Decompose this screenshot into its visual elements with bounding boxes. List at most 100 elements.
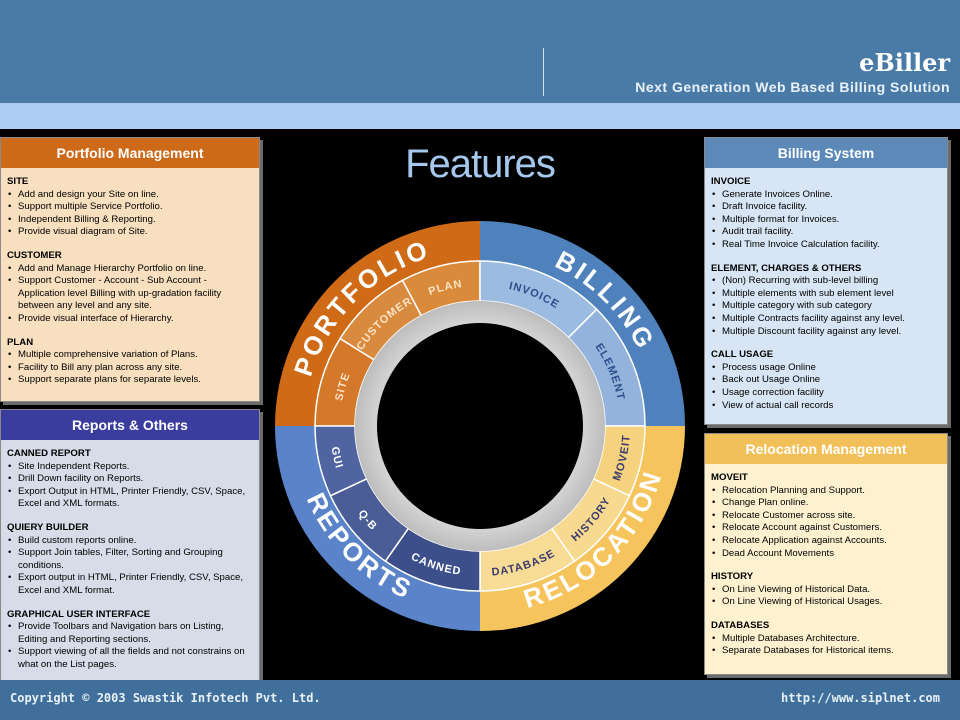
bullet-list: Build custom reports online.Support Join… [7,535,251,598]
feature-section: CALL USAGEProcess usage OnlineBack out U… [711,349,939,412]
feature-section: MOVEIT Relocation Planning and Support.Ch… [711,472,939,560]
bullet-item: Export Output in HTML, Printer Friendly,… [7,486,251,511]
bullet-item: Dead Account Movements [711,548,939,561]
bullet-item: Support multiple Service Portfolio. [7,201,251,214]
section-heading: HISTORY [711,571,754,583]
feature-section: DATABASES Multiple Databases Architecture… [711,620,939,658]
features-title: Features [405,142,556,186]
bullet-list: Provide Toolbars and Navigation bars on … [7,621,251,671]
bullet-list: Add and Manage Hierarchy Portfolio on li… [7,263,251,326]
bullet-item: Real Time Invoice Calculation facility. [711,239,939,252]
feature-section: INVOICE Generate Invoices Online.Draft In… [711,176,939,252]
bullet-item: Generate Invoices Online. [711,189,939,202]
bullet-item: Support viewing of all the fields and no… [7,646,251,671]
brand-name: eBiller [859,48,950,77]
section-heading: PLAN [7,336,34,348]
bullet-item: Provide visual diagram of Site. [7,226,251,239]
bullet-item: Multiple Databases Architecture. [711,633,939,646]
bullet-item: Provide Toolbars and Navigation bars on … [7,621,251,646]
wheel-center [377,323,583,529]
billing-panel: Billing System INVOICE Generate Invoices … [704,137,948,425]
bullet-item: Process usage Online [711,362,939,375]
feature-section: GRAPHICAL USER INTERFACEProvide Toolbars… [7,609,251,672]
section-heading: INVOICE [711,176,751,187]
bullet-item: Site Independent Reports. [7,461,251,474]
bullet-item: On Line Viewing of Historical Data. [711,584,939,597]
site-url-link[interactable]: http://www.siplnet.com [781,691,940,705]
bullet-list: (Non) Recurring with sub-level billingMu… [711,275,939,338]
copyright-text: Copyright © 2003 Swastik Infotech Pvt. L… [10,691,321,705]
bullet-item: Multiple Contracts facility against any … [711,313,939,326]
panel-body: SITEAdd and design your Site on line.Sup… [1,168,259,387]
bullet-item: Change Plan online. [711,497,939,510]
bullet-item: Relocation Planning and Support. [711,485,939,498]
bullet-list: Relocation Planning and Support.Change P… [711,485,939,561]
section-heading: DATABASES [711,619,770,631]
bullet-item: Separate Databases for Historical items. [711,645,939,658]
feature-section: CUSTOMER Add and Manage Hierarchy Portfol… [7,250,251,326]
footer-bar: Copyright © 2003 Swastik Infotech Pvt. L… [0,680,960,720]
panel-title: Reports & Others [1,410,259,440]
bullet-item: Facility to Bill any plan across any sit… [7,362,251,375]
bullet-item: Multiple format for Invoices. [711,214,939,227]
bullet-item: Relocate Application against Accounts. [711,535,939,548]
bullet-list: On Line Viewing of Historical Data.On Li… [711,584,939,609]
section-heading: CALL USAGE [711,349,774,361]
feature-section: CANNED REPORT Site Independent Reports.Dr… [7,448,251,511]
reports-panel: Reports & Others CANNED REPORT Site Indep… [0,409,260,682]
bullet-item: Multiple elements with sub element level [711,288,939,301]
bullet-item: Drill Down facility on Reports. [7,473,251,486]
bullet-list: Process usage OnlineBack out Usage Onlin… [711,362,939,412]
section-heading: GRAPHICAL USER INTERFACE [7,608,151,620]
bullet-item: Audit trail facility. [711,226,939,239]
panel-body: INVOICE Generate Invoices Online.Draft In… [705,168,947,412]
portfolio-panel: Portfolio Management SITE Add and design … [0,137,260,402]
feature-section: PLANMultiple comprehensive variation of … [7,337,251,387]
bullet-item: Multiple comprehensive variation of Plan… [7,349,251,362]
bullet-item: Relocate Customer across site. [711,510,939,523]
feature-section: ELEMENT, CHARGES & OTHERS(Non) Recurring… [711,263,939,339]
panel-title: Portfolio Management [1,138,259,168]
bullet-item: Multiple Discount facility against any l… [711,326,939,339]
section-heading: CANNED REPORT [7,448,91,459]
bullet-list: Generate Invoices Online.Draft Invoice f… [711,189,939,252]
bullet-item: Multiple category with sub category [711,300,939,313]
bullet-item: Provide visual interface of Hierarchy. [7,313,251,326]
bullet-list: Multiple comprehensive variation of Plan… [7,349,251,387]
bullet-item: Usage correction facility [711,387,939,400]
panel-title: Billing System [705,138,947,168]
section-heading: ELEMENT, CHARGES & OTHERS [711,262,862,274]
header-strip [0,103,960,129]
section-heading: MOVEIT [711,472,748,483]
bullet-item: Support Customer - Account - Sub Account… [7,275,251,313]
feature-section: HISTORYOn Line Viewing of Historical Dat… [711,571,939,609]
bullet-item: Export output in HTML, Printer Friendly,… [7,572,251,597]
section-heading: CUSTOMER [7,249,62,261]
section-heading: QUIERY BUILDER [7,521,89,533]
bullet-list: Site Independent Reports.Drill Down faci… [7,461,251,511]
bullet-item: Relocate Account against Customers. [711,522,939,535]
bullet-item: Back out Usage Online [711,374,939,387]
bullet-list: Add and design your Site on line.Support… [7,189,251,239]
brand-tagline: Next Generation Web Based Billing Soluti… [635,79,950,95]
bullet-item: View of actual call records [711,400,939,413]
bullet-item: Draft Invoice facility. [711,201,939,214]
bullet-item: Add and design your Site on line. [7,189,251,202]
panel-body: MOVEIT Relocation Planning and Support.Ch… [705,464,947,658]
bullet-item: Support Join tables, Filter, Sorting and… [7,547,251,572]
header-divider [543,48,544,96]
header-banner: eBiller Next Generation Web Based Billin… [0,0,960,103]
panel-title: Relocation Management [705,434,947,464]
segment-label-gui: GUI [328,446,345,470]
bullet-list: Multiple Databases Architecture.Separate… [711,633,939,658]
section-heading: SITE [7,176,29,187]
bullet-item: On Line Viewing of Historical Usages. [711,596,939,609]
bullet-item: Build custom reports online. [7,535,251,548]
relocation-panel: Relocation Management MOVEIT Relocation P… [704,433,948,675]
bullet-item: Add and Manage Hierarchy Portfolio on li… [7,263,251,276]
panel-body: CANNED REPORT Site Independent Reports.Dr… [1,440,259,672]
bullet-item: (Non) Recurring with sub-level billing [711,275,939,288]
bullet-item: Support separate plans for separate leve… [7,374,251,387]
feature-section: QUIERY BUILDER Build custom reports onlin… [7,522,251,598]
